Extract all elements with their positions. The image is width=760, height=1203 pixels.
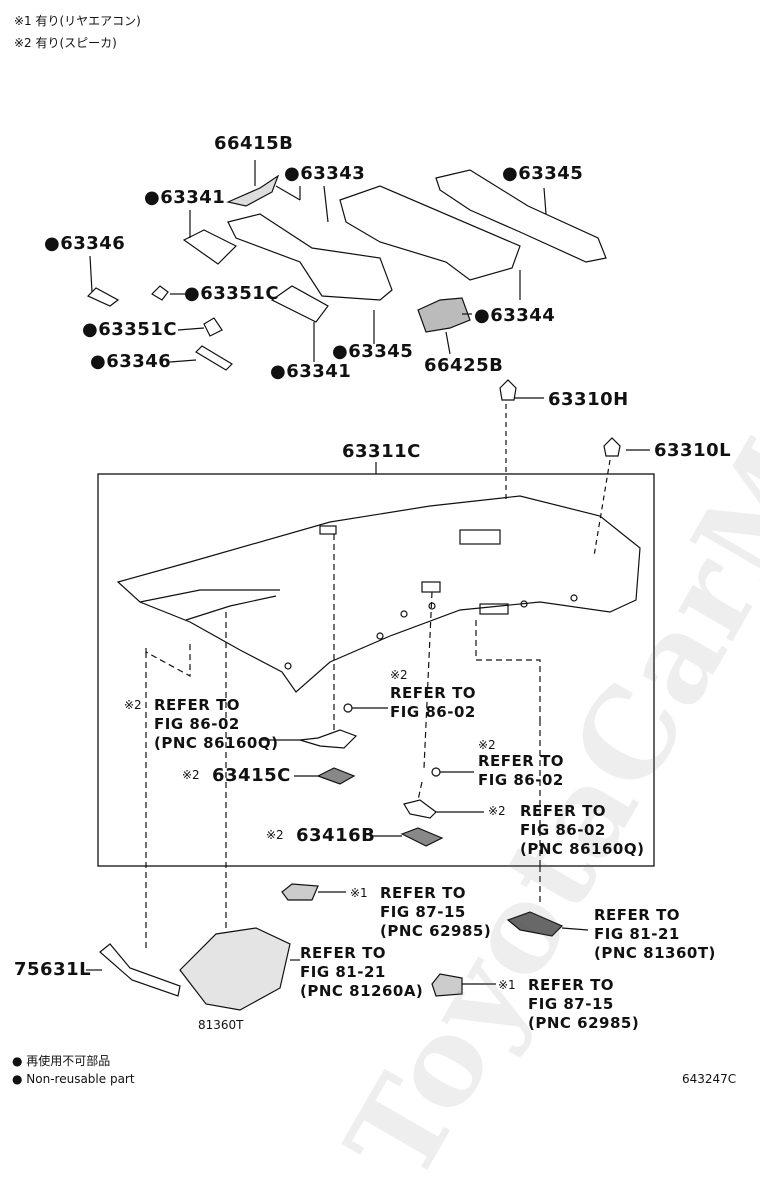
speaker-mark: ※2: [488, 804, 506, 818]
speaker-mark: ※2: [390, 668, 408, 682]
part-label-63310L: 63310L: [654, 440, 732, 461]
part-label-63310H: 63310H: [548, 389, 629, 410]
part-label-63343: ●63343: [284, 163, 366, 184]
refer-callout-86160Q-right: REFER TO FIG 86-02 (PNC 86160Q): [520, 802, 644, 859]
pad-63341-top: [182, 229, 238, 265]
headliner-63311C: [116, 495, 641, 693]
refer-line: (PNC 81360T): [594, 944, 716, 962]
refer-line: FIG 87-15: [380, 903, 466, 921]
part-label-66425B: 66425B: [424, 355, 504, 376]
speaker-bracket-2: [403, 799, 437, 819]
part-label-63345-top: ●63345: [502, 163, 584, 184]
rear-aircon-mark: ※1: [498, 978, 516, 992]
pad-66415B: [226, 174, 280, 207]
refer-line: (PNC 81260A): [300, 982, 424, 1000]
refer-callout-62985-lower: REFER TO FIG 87-15 (PNC 62985): [528, 976, 639, 1033]
lamp-lower-2: [431, 973, 463, 997]
note-rear-aircon: ※1 有り(リヤエアコン): [14, 14, 141, 28]
refer-line: (PNC 62985): [380, 922, 492, 940]
clip-63310L: [603, 437, 621, 457]
pad-63346-top: [86, 287, 120, 307]
part-label-63351C-top: ●63351C: [184, 283, 280, 304]
trim-75631L: [99, 943, 181, 997]
refer-line: FIG 81-21: [594, 925, 680, 943]
note-speaker: ※2 有り(スピーカ): [14, 36, 117, 50]
lamp-lower-1: [281, 883, 319, 901]
refer-line: REFER TO: [528, 976, 615, 994]
part-63415C: [316, 767, 356, 785]
refer-callout-86160Q-left: REFER TO FIG 86-02 (PNC 86160Q): [154, 696, 278, 753]
part-label-66415B: 66415B: [214, 133, 294, 154]
refer-line: REFER TO: [478, 752, 565, 770]
refer-line: REFER TO: [300, 944, 387, 962]
rear-aircon-mark: ※1: [350, 886, 368, 900]
clip-63351C-top: [151, 285, 169, 301]
refer-line: REFER TO: [594, 906, 681, 924]
part-label-63416B: 63416B: [296, 825, 376, 846]
legend-en: ● Non-reusable part: [12, 1072, 135, 1086]
part-label-63345-mid: ●63345: [332, 341, 414, 362]
refer-callout-86-02-b: REFER TO FIG 86-02: [478, 752, 564, 790]
console-81260A: [179, 927, 291, 1011]
refer-line: FIG 86-02: [520, 821, 606, 839]
pad-66425B: [417, 297, 471, 333]
part-label-63341-mid: ●63341: [270, 361, 352, 382]
lamp-81360T: [506, 911, 564, 937]
refer-line: FIG 86-02: [154, 715, 240, 733]
refer-line: REFER TO: [380, 884, 467, 902]
refer-line: (PNC 86160Q): [154, 734, 279, 752]
refer-line: FIG 87-15: [528, 995, 614, 1013]
refer-line: FIG 81-21: [300, 963, 386, 981]
refer-callout-81260A: REFER TO FIG 81-21 (PNC 81260A): [300, 944, 423, 1001]
part-label-63415C: 63415C: [212, 765, 291, 786]
speaker-mark: ※2: [478, 738, 496, 752]
part-label-75631L: 75631L: [14, 959, 92, 980]
pad-63345-top: [435, 169, 607, 263]
part-label-63351C-mid: ●63351C: [82, 319, 178, 340]
refer-callout-86-02-a: REFER TO FIG 86-02: [390, 684, 476, 722]
parts-diagram-artwork: [86, 160, 655, 1011]
pad-63346-mid: [195, 345, 233, 371]
part-label-63346-mid: ●63346: [90, 351, 172, 372]
refer-line: REFER TO: [390, 684, 477, 702]
refer-line: FIG 86-02: [478, 771, 564, 789]
refer-line: (PNC 62985): [528, 1014, 640, 1032]
refer-line: REFER TO: [520, 802, 607, 820]
refer-line: REFER TO: [154, 696, 241, 714]
legend-jp: ● 再使用不可部品: [12, 1054, 111, 1068]
pad-63343: [227, 213, 393, 301]
clip-63310H: [499, 379, 517, 401]
speaker-mark: ※2: [124, 698, 142, 712]
refer-callout-62985-upper: REFER TO FIG 87-15 (PNC 62985): [380, 884, 491, 941]
pad-63345-rear: [339, 185, 521, 281]
speaker-mark: ※2: [182, 768, 200, 782]
refer-callout-81360T: REFER TO FIG 81-21 (PNC 81360T): [594, 906, 716, 963]
part-label-63344: ●63344: [474, 305, 556, 326]
clip-63351C-mid: [203, 317, 223, 337]
part-63416B: [400, 827, 444, 847]
refer-line: FIG 86-02: [390, 703, 476, 721]
pad-63341-mid: [270, 285, 329, 323]
refer-line: (PNC 86160Q): [520, 840, 645, 858]
part-label-63341-top: ●63341: [144, 187, 226, 208]
speaker-mark: ※2: [266, 828, 284, 842]
part-label-81360T: 81360T: [198, 1018, 244, 1032]
figure-code: 643247C: [682, 1072, 737, 1086]
speaker-bracket: [299, 729, 358, 749]
part-label-63311C: 63311C: [342, 441, 421, 462]
part-label-63346-top: ●63346: [44, 233, 126, 254]
